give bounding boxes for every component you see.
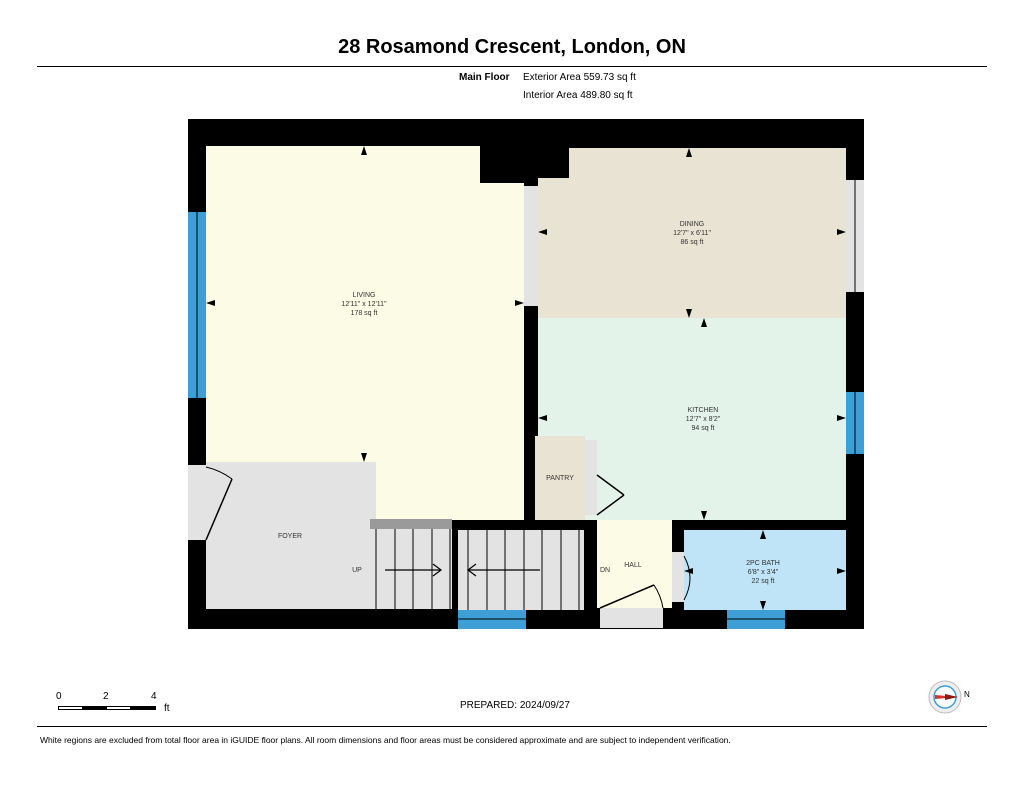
kitchen-name: KITCHEN	[688, 407, 719, 414]
room-pantry	[535, 436, 585, 520]
pantry-door-swing	[596, 474, 625, 516]
bath-dims: 6'8" x 3'4"	[748, 569, 779, 576]
floor-name: Main Floor	[459, 72, 510, 83]
scale-unit: ft	[164, 703, 170, 714]
room-bath	[684, 530, 846, 610]
bath-door-swing	[683, 555, 691, 601]
stairs-up	[370, 519, 452, 609]
dining-area: 86 sq ft	[681, 239, 704, 246]
living-name: LIVING	[353, 292, 376, 299]
bath-area: 22 sq ft	[752, 578, 775, 585]
kitchen-area: 94 sq ft	[692, 425, 715, 432]
pantry-door-gap	[585, 440, 597, 515]
exterior-area: Exterior Area 559.73 sq ft	[523, 72, 636, 83]
header-rule	[37, 66, 987, 67]
bath-door-gap	[672, 552, 684, 602]
floor-plan: LIVING 12'11" x 12'11" 178 sq ft DINING …	[188, 119, 864, 629]
hall-door-swing	[599, 584, 664, 609]
disclaimer-text: White regions are excluded from total fl…	[40, 735, 731, 745]
foyer-stair-area	[370, 520, 452, 609]
foyer-door-swing	[205, 466, 233, 541]
hall-exterior-door	[600, 608, 663, 628]
room-foyer	[206, 462, 376, 609]
stairs-down-label: DN	[600, 567, 610, 574]
foyer-entry-door	[188, 465, 206, 540]
compass-icon	[928, 680, 962, 714]
prepared-date: PREPARED: 2024/09/27	[460, 700, 570, 711]
scale-label-0: 0	[56, 691, 62, 702]
kitchen-notch	[524, 318, 538, 426]
kitchen-dims: 12'7" x 8'2"	[686, 416, 721, 423]
dining-dims: 12'7" x 6'11"	[673, 230, 711, 237]
stairs-down	[467, 530, 580, 610]
living-dining-opening	[524, 186, 538, 306]
dining-name: DINING	[680, 221, 705, 228]
footer-rule	[37, 726, 987, 727]
scale-label-4: 4	[151, 691, 157, 702]
foyer-name: FOYER	[278, 533, 302, 540]
room-living	[206, 146, 524, 520]
pantry-name: PANTRY	[546, 475, 574, 482]
compass-north-label: N	[964, 690, 970, 699]
stairs-up-label: UP	[352, 567, 362, 574]
hall-name: HALL	[624, 562, 642, 569]
living-dims: 12'11" x 12'11"	[341, 301, 387, 308]
interior-area: Interior Area 489.80 sq ft	[523, 90, 633, 101]
living-area: 178 sq ft	[351, 310, 378, 317]
room-dining	[538, 148, 846, 318]
scale-bar	[58, 706, 156, 710]
plan-title: 28 Rosamond Crescent, London, ON	[338, 36, 686, 58]
dimension-markers	[206, 146, 846, 610]
bath-name: 2PC BATH	[746, 560, 780, 567]
scale-label-2: 2	[103, 691, 109, 702]
